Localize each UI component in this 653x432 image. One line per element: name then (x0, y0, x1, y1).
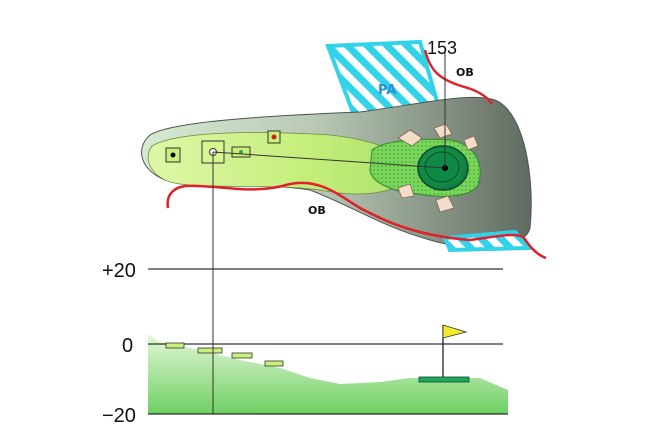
play-line (212, 151, 446, 169)
ob-line-top (423, 49, 494, 105)
bunkers (397, 123, 479, 213)
tee-elevation-4 (264, 360, 284, 367)
penalty-area-label: PA (378, 83, 396, 98)
tee-elevation-3 (231, 352, 253, 359)
tee-elevation-2 (197, 347, 223, 354)
ob-label-top: OB (456, 66, 474, 79)
axis-label-zero: 0 (122, 335, 133, 357)
terrain-profile (148, 334, 508, 414)
green-elevation (418, 376, 470, 383)
axis-label-minus-20: −20 (102, 405, 136, 427)
ob-line-bottom (166, 181, 547, 260)
distance-label: 153 (427, 38, 457, 58)
axis-label-plus-20: +20 (102, 260, 136, 282)
flag-icon (442, 324, 468, 339)
elevation-profile: +20 0 −20 (102, 260, 508, 427)
ob-label-bottom: OB (308, 204, 326, 217)
penalty-area-bottom (442, 229, 533, 253)
tee-elevation-1 (165, 342, 185, 349)
